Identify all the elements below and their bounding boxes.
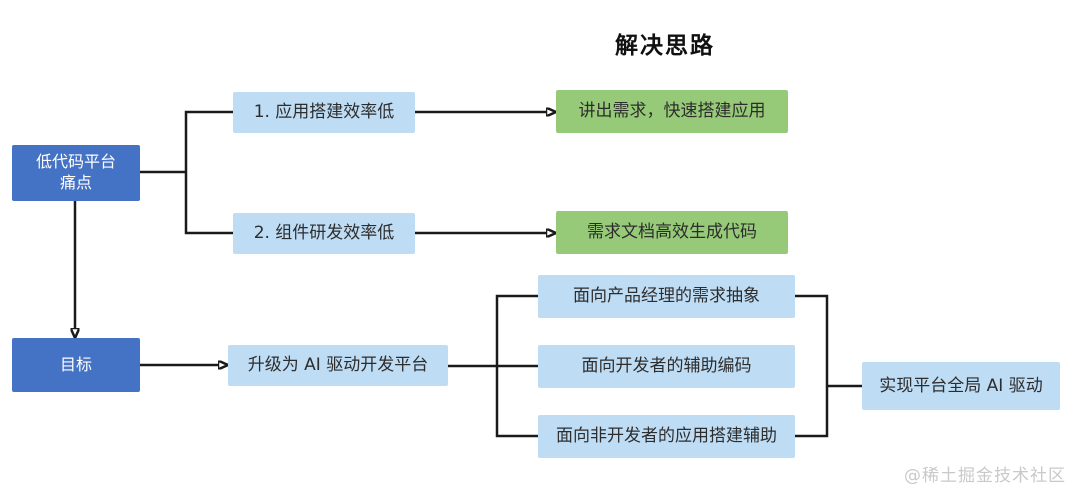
- edge-features-to-result: [795, 294, 862, 438]
- node-feature-pm: 面向产品经理的需求抽象: [538, 275, 795, 318]
- edge-pain-to-issues: [140, 110, 233, 235]
- edge-upgrade-to-features: [448, 294, 538, 438]
- node-solution-1: 讲出需求，快速搭建应用: [556, 90, 788, 133]
- node-result: 实现平台全局 AI 驱动: [862, 362, 1060, 410]
- node-pain-point: 低代码平台 痛点: [12, 145, 140, 201]
- node-goal: 目标: [12, 338, 140, 392]
- node-issue-2: 2. 组件研发效率低: [233, 213, 415, 254]
- node-issue-1: 1. 应用搭建效率低: [233, 92, 415, 133]
- node-feature-dev: 面向开发者的辅助编码: [538, 345, 795, 388]
- watermark: @稀土掘金技术社区: [904, 466, 1066, 486]
- node-upgrade: 升级为 AI 驱动开发平台: [228, 345, 448, 386]
- node-feature-nondev: 面向非开发者的应用搭建辅助: [538, 415, 795, 458]
- diagram-title: 解决思路: [615, 32, 715, 59]
- node-solution-2: 需求文档高效生成代码: [556, 211, 788, 254]
